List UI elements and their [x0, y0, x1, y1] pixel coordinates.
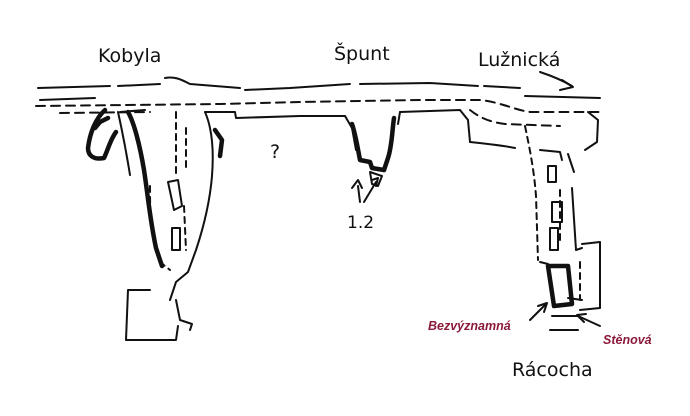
label-kobyla: Kobyla — [98, 45, 161, 67]
label-spunt: Špunt — [334, 41, 390, 65]
label-bezvyznamna: Bezvýznamná — [428, 319, 511, 333]
label-stenova: Stěnová — [603, 333, 652, 347]
spunt-sink — [344, 111, 401, 203]
label-number-1-2: 1.2 — [347, 213, 374, 233]
racocha-branch — [524, 125, 601, 331]
luznicka-arrow — [539, 71, 574, 91]
label-luznicka: Lužnická — [478, 49, 560, 71]
main-passage-top-walls — [37, 76, 601, 101]
main-passage-lower-walls — [119, 109, 599, 151]
unknown-location-question-mark: ? — [270, 141, 280, 163]
kobyla-branch — [85, 107, 225, 341]
annotation-arrows — [529, 302, 601, 327]
label-racocha: Rácocha — [512, 359, 593, 381]
